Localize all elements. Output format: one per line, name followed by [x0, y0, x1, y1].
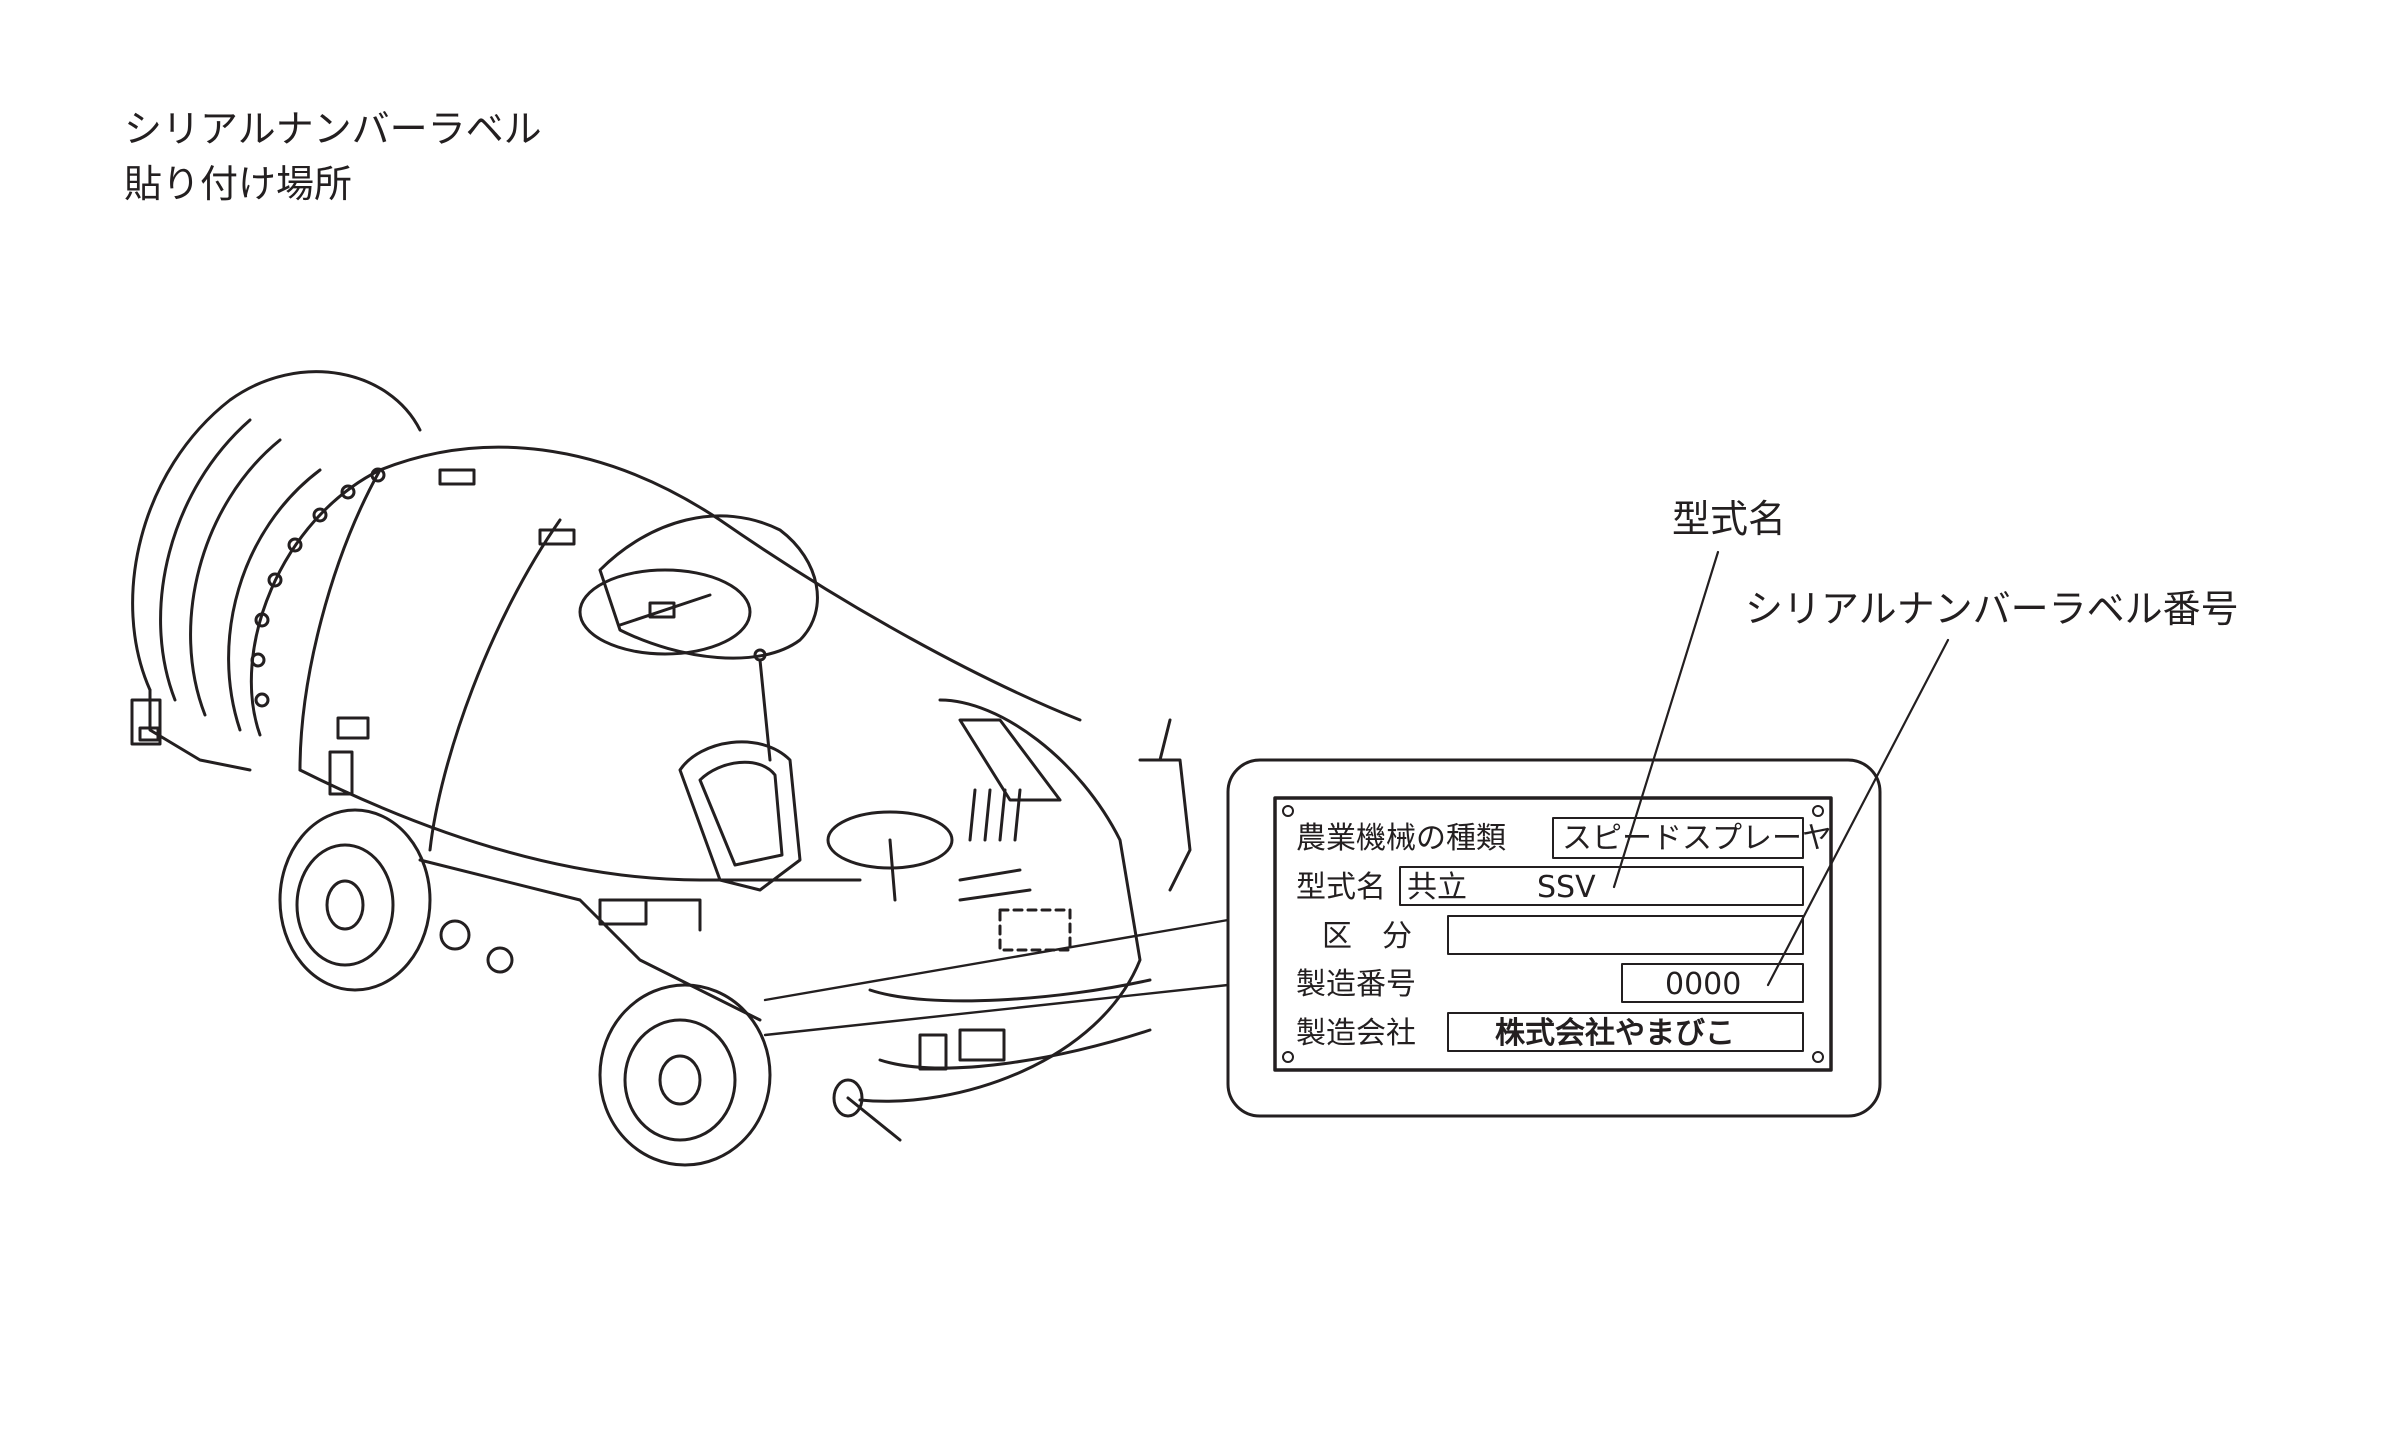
callout-leaders — [1612, 550, 1950, 987]
plate-field-manufacturer — [1447, 1012, 1804, 1052]
tank-lid-handle — [618, 593, 712, 627]
chassis-fitting-1 — [439, 919, 471, 951]
speed-sprayer-illustration — [130, 370, 1192, 1167]
serial-label-location — [998, 908, 1072, 952]
rear-bracket — [130, 698, 162, 746]
location-heading-line1: シリアルナンバーラベル — [124, 107, 542, 151]
front-antenna — [1138, 758, 1192, 892]
seat-cushion — [698, 760, 784, 867]
lever-1-knob — [753, 648, 767, 662]
fan-drum-ring-1 — [159, 418, 252, 702]
seat-back — [678, 740, 802, 892]
tow-hitch — [832, 1078, 864, 1118]
plate-inner-frame — [1273, 796, 1833, 1072]
plate-value-manufacturer: 株式会社やまびこ — [1495, 1016, 1735, 1051]
plate-label-model-name: 型式名 — [1296, 870, 1386, 905]
headlamp-right — [958, 1028, 1006, 1062]
plate-label-machine-type: 農業機械の種類 — [1296, 821, 1506, 856]
cowl-guard — [958, 718, 1062, 802]
front-grille-top — [868, 978, 1152, 1003]
plate-rivet-top-left — [1282, 805, 1294, 817]
cowl-line-2 — [958, 888, 1032, 902]
location-heading-line2: 貼り付け場所 — [124, 162, 352, 206]
cowl-vents — [968, 788, 1022, 842]
leader-model-name — [1612, 550, 1720, 889]
tank-lid — [578, 568, 752, 656]
plate-label-category: 区 分 — [1322, 919, 1412, 954]
steering-wheel — [826, 810, 954, 870]
front-wheel-tire — [598, 983, 772, 1167]
tank-dome — [598, 514, 819, 660]
rear-wheel-rim — [295, 843, 395, 967]
headlamp-left — [918, 1033, 948, 1071]
tank-band-clip-1 — [438, 468, 476, 486]
plate-label-serial-number: 製造番号 — [1296, 967, 1416, 1002]
plate-field-category — [1447, 915, 1804, 955]
side-valve — [328, 750, 354, 796]
callout-serial-number: シリアルナンバーラベル番号 — [1745, 587, 2239, 631]
label-location-leaders — [763, 918, 1230, 1037]
front-wheel-hub — [658, 1054, 702, 1106]
nameplate: 農業機械の種類 スピードスプレーヤ 型式名 共立 SSV 区 分 製造番号 00… — [1226, 758, 1882, 1118]
plate-label-manufacturer: 製造会社 — [1296, 1016, 1416, 1051]
steering-column — [888, 838, 897, 902]
tank-top-edge — [378, 445, 1082, 722]
plate-field-serial-number — [1621, 963, 1804, 1003]
callout-model-name: 型式名 — [1672, 497, 1786, 541]
chassis-fitting-2 — [486, 946, 514, 974]
chassis-side — [418, 858, 762, 1022]
front-grille-bottom — [878, 1028, 1152, 1070]
fan-drum-ring-2 — [189, 438, 282, 717]
fan-drum-base — [148, 688, 252, 772]
cowl-line-1 — [958, 868, 1022, 882]
plate-rivet-bottom-left — [1282, 1051, 1294, 1063]
tow-hitch-arm — [846, 1096, 902, 1142]
front-cowl — [858, 698, 1142, 1103]
tank-strap — [428, 518, 562, 852]
plate-value-model: SSV — [1537, 870, 1596, 905]
fan-drum-ring-3 — [227, 468, 322, 732]
plate-value-serial-number: 0000 — [1665, 967, 1741, 1002]
plate-field-model-name — [1399, 866, 1804, 906]
tank-band-clip-2 — [538, 528, 576, 546]
plate-rivet-bottom-right — [1812, 1051, 1824, 1063]
leader-serial-number — [1766, 638, 1950, 987]
plate-value-maker: 共立 — [1407, 870, 1467, 905]
fan-drum-outer — [131, 370, 422, 692]
tank-rear-edge — [298, 468, 382, 772]
plate-outer-frame — [1226, 758, 1882, 1118]
lever-1 — [758, 658, 772, 762]
front-wheel-rim — [623, 1018, 737, 1142]
rear-wheel-hub — [325, 879, 365, 931]
nozzles — [250, 467, 386, 708]
plate-value-machine-type: スピードスプレーヤ — [1562, 821, 1832, 856]
plate-field-machine-type — [1552, 817, 1804, 859]
tank-lid-cap — [648, 601, 676, 619]
front-antenna-tip — [1158, 718, 1172, 762]
rear-lamp — [138, 726, 160, 742]
plate-rivet-top-right — [1812, 805, 1824, 817]
side-plate — [336, 716, 370, 740]
rear-wheel-tire — [278, 808, 432, 992]
step-box — [598, 898, 648, 926]
